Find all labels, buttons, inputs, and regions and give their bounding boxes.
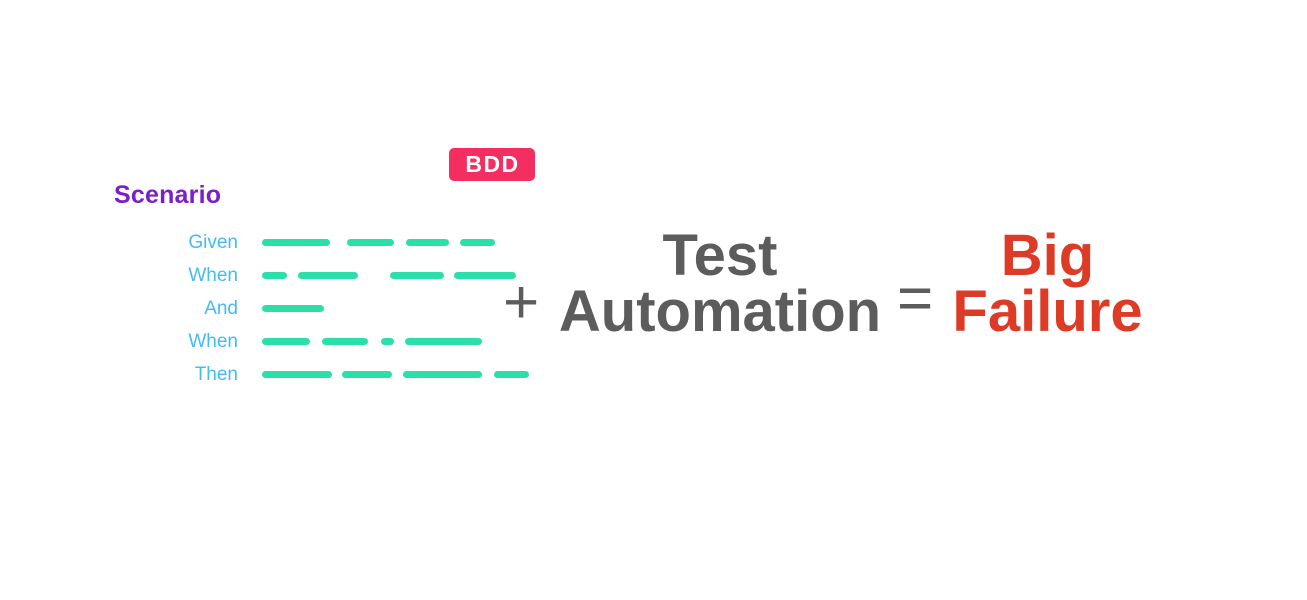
step-text-bar: [342, 371, 392, 378]
step-text-bar: [262, 338, 310, 345]
gherkin-step-row: Given: [114, 226, 495, 259]
gherkin-step-row: When: [114, 259, 516, 292]
gherkin-step-row: And: [114, 292, 494, 325]
gherkin-step-text-placeholder: [262, 292, 494, 325]
step-text-bar: [406, 239, 449, 246]
big-failure-line-2: Failure: [952, 279, 1143, 345]
big-failure-line-1: Big: [1000, 223, 1095, 288]
step-text-bar: [390, 272, 444, 279]
plus-operator-icon: +: [503, 268, 540, 337]
step-text-bar: [262, 239, 330, 246]
step-text-bar: [403, 371, 482, 378]
bdd-badge: BDD: [449, 148, 535, 181]
gherkin-step-row: Then: [114, 358, 529, 391]
scenario-heading: Scenario: [114, 181, 222, 209]
gherkin-step-text-placeholder: [262, 259, 516, 292]
test-automation-line-2: Automation: [558, 279, 882, 345]
gherkin-step-keyword: Given: [188, 232, 238, 253]
gherkin-step-keyword: When: [188, 265, 238, 286]
step-text-bar: [347, 239, 394, 246]
gherkin-step-text-placeholder: [262, 358, 529, 391]
step-text-bar: [298, 272, 358, 279]
step-text-bar: [460, 239, 495, 246]
gherkin-step-keyword: When: [188, 331, 238, 352]
step-text-bar: [454, 272, 516, 279]
test-automation-line-1: Test: [662, 223, 778, 288]
gherkin-step-keyword: And: [204, 298, 238, 319]
gherkin-step-text-placeholder: [262, 325, 494, 358]
gherkin-step-keyword: Then: [194, 364, 238, 385]
test-automation-term: Test Automation: [540, 223, 900, 345]
gherkin-step-row: When: [114, 325, 494, 358]
big-failure-term: Big Failure: [940, 223, 1155, 345]
step-text-bar: [262, 305, 324, 312]
step-text-bar: [405, 338, 482, 345]
step-text-bar: [494, 371, 529, 378]
gherkin-step-text-placeholder: [262, 226, 495, 259]
bdd-badge-label: BDD: [465, 151, 520, 177]
step-text-bar: [322, 338, 368, 345]
step-text-bar: [262, 371, 332, 378]
step-text-bar: [381, 338, 394, 345]
step-text-bar: [262, 272, 287, 279]
equals-operator-icon: =: [897, 264, 934, 333]
